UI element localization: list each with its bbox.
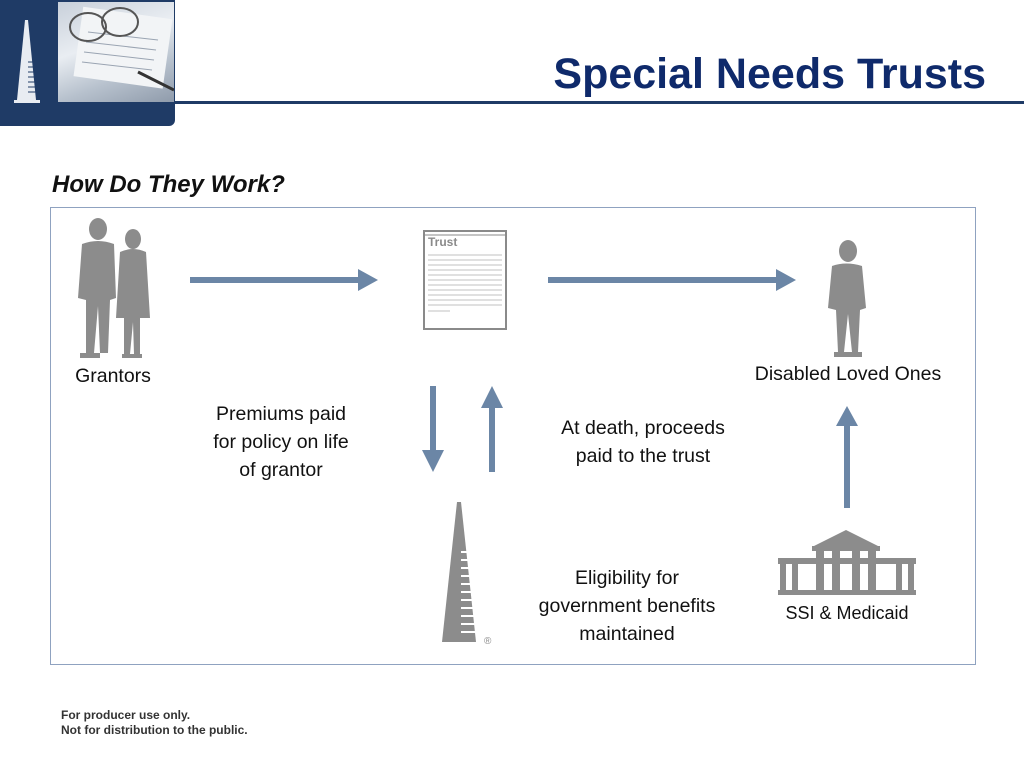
arrow-grantors-to-trust xyxy=(190,269,378,291)
insurer-tower-icon: ® xyxy=(442,502,492,647)
footer-line-2: Not for distribution to the public. xyxy=(61,723,248,737)
premiums-label: Premiums paid for policy on life of gran… xyxy=(213,403,349,481)
trust-document-label: Trust xyxy=(428,235,458,249)
header-photo xyxy=(58,2,174,102)
arrow-ssi-to-disabled xyxy=(836,406,858,508)
arrow-trust-to-disabled xyxy=(548,269,796,291)
ssi-medicaid-label: SSI & Medicaid xyxy=(785,603,909,623)
proceeds-label: At death, proceeds paid to the trust xyxy=(561,417,725,467)
slide-title: Special Needs Trusts xyxy=(553,50,986,98)
arrow-trust-to-insurer xyxy=(422,386,444,472)
eligibility-label: Eligibility for government benefits main… xyxy=(538,567,716,645)
government-building-icon xyxy=(778,530,916,595)
disclaimer-footer: For producer use only. Not for distribut… xyxy=(61,708,248,738)
registered-mark: ® xyxy=(484,636,492,647)
trust-document-icon xyxy=(423,230,507,330)
slide-subtitle: How Do They Work? xyxy=(52,171,285,198)
pyramid-tower-icon xyxy=(14,20,40,103)
company-logo xyxy=(0,0,175,126)
disabled-label: Disabled Loved Ones xyxy=(754,363,942,385)
disabled-person-icon xyxy=(828,240,866,357)
footer-line-1: For producer use only. xyxy=(61,708,191,722)
grantors-icon xyxy=(78,218,150,358)
header-divider xyxy=(175,101,1024,104)
grantors-label: Grantors xyxy=(75,365,151,387)
arrow-insurer-to-trust xyxy=(481,386,503,472)
